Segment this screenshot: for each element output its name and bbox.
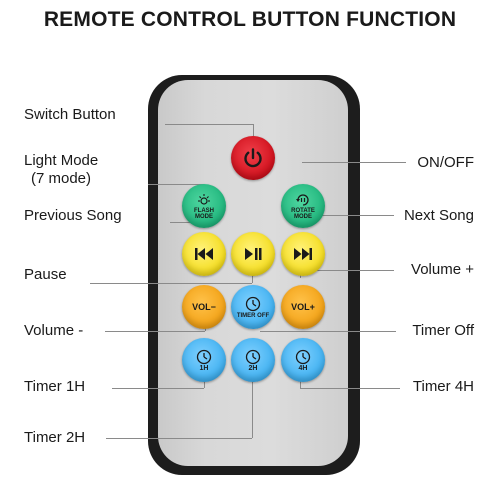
leader-volume-plus — [300, 270, 394, 271]
leader-pause-rise — [252, 272, 253, 283]
label-volume-minus: Volume - — [24, 322, 84, 339]
timer-2h-caption: 2H — [248, 364, 258, 372]
label-timer-off: Timer Off — [412, 322, 474, 339]
timer-off-button[interactable]: TIMER OFF — [231, 285, 275, 329]
leader-timer-1h-rise — [204, 380, 205, 388]
flash-mode-button[interactable]: FLASH MODE — [182, 184, 226, 228]
volume-up-caption: VOL+ — [291, 301, 315, 312]
label-timer-4h: Timer 4H — [412, 378, 474, 395]
leader-next-song — [300, 215, 394, 216]
leader-timer-1h — [112, 388, 204, 389]
label-pause: Pause — [24, 266, 67, 283]
leader-volume-minus — [105, 331, 205, 332]
label-light-mode-count: (7 mode) — [31, 170, 92, 187]
timer-4h-caption: 4H — [298, 364, 308, 372]
diagram-title: REMOTE CONTROL BUTTON FUNCTION — [43, 8, 457, 31]
label-timer-2h: Timer 2H — [24, 429, 86, 446]
clock-icon — [245, 296, 261, 311]
timer-2h-button[interactable]: 2H — [231, 338, 275, 382]
leader-previous-song — [170, 222, 204, 223]
clock-icon — [245, 349, 261, 364]
label-timer-1h: Timer 1H — [24, 378, 86, 395]
label-next-song: Next Song — [403, 207, 474, 224]
power-button[interactable] — [231, 136, 275, 180]
next-song-button[interactable] — [281, 232, 325, 276]
rotate-icon — [296, 193, 309, 206]
rotate-mode-button[interactable]: ROTATE MODE — [281, 184, 325, 228]
play-pause-button[interactable] — [231, 232, 275, 276]
label-light-mode: Light Mode — [24, 152, 99, 169]
rotate-mode-caption: ROTATE MODE — [291, 207, 315, 220]
previous-song-button[interactable] — [182, 232, 226, 276]
sun-icon — [198, 193, 210, 205]
next-icon — [294, 248, 312, 260]
label-previous-song: Previous Song — [24, 207, 122, 224]
timer-4h-button[interactable]: 4H — [281, 338, 325, 382]
leader-timer-off — [260, 331, 396, 332]
clock-icon — [295, 349, 311, 364]
label-switch-button: Switch Button — [24, 106, 116, 123]
leader-timer-4h-rise — [300, 380, 301, 388]
leader-timer-2h — [106, 438, 252, 439]
volume-down-caption: VOL− — [192, 301, 216, 312]
leader-switch-button-drop — [253, 124, 254, 140]
timer-1h-button[interactable]: 1H — [182, 338, 226, 382]
power-icon — [244, 148, 262, 168]
leader-switch-button — [165, 124, 253, 125]
previous-icon — [195, 248, 213, 260]
timer-1h-caption: 1H — [199, 364, 209, 372]
volume-up-button[interactable]: VOL+ — [281, 285, 325, 329]
play-pause-icon — [245, 248, 262, 260]
leader-on-off — [302, 162, 406, 163]
clock-icon — [196, 349, 212, 364]
timer-off-caption: TIMER OFF — [236, 312, 270, 319]
label-volume-plus: Volume + — [411, 261, 474, 278]
leader-timer-2h-rise — [252, 380, 253, 438]
label-on-off: ON/OFF — [417, 154, 474, 171]
leader-light-mode — [148, 184, 204, 185]
leader-timer-4h — [300, 388, 400, 389]
flash-mode-caption: FLASH MODE — [194, 207, 214, 220]
leader-pause — [90, 283, 252, 284]
volume-down-button[interactable]: VOL− — [182, 285, 226, 329]
